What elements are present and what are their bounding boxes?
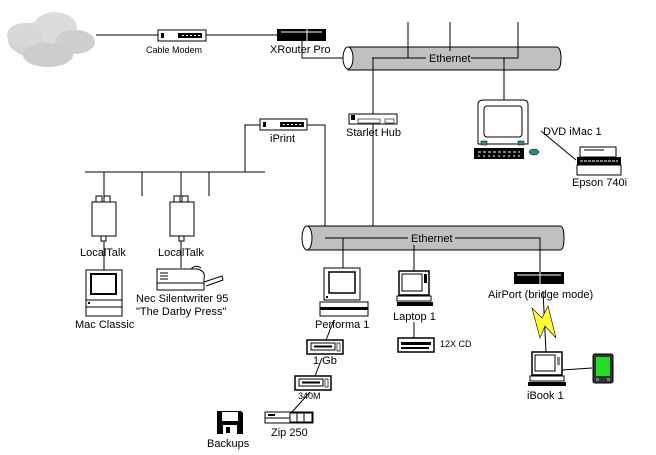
- zip-label: Zip 250: [271, 427, 308, 439]
- floppy-disk-icon: [217, 411, 243, 434]
- internet-cloud-icon: [7, 12, 95, 67]
- wire-router-ethernet: [301, 40, 345, 59]
- wire-340m-zip: [291, 391, 311, 413]
- wire-bottom-bus-right: [455, 237, 541, 272]
- laptop-icon: [396, 270, 433, 306]
- performa-label: Performa 1: [315, 319, 369, 331]
- cable-modem-icon: [157, 29, 207, 42]
- xrouter-icon: [277, 29, 326, 41]
- localtalk-adapter-2-icon: [169, 195, 195, 242]
- nec-label-line1: Nec Silentwriter 95: [136, 293, 228, 305]
- wire-ibook-pda: [561, 367, 593, 371]
- airport-label: AirPort (bridge mode): [488, 289, 593, 301]
- cable-modem-label: Cable Modem: [146, 45, 202, 55]
- ethernet-bottom-label: Ethernet: [411, 233, 453, 245]
- mac-classic-icon: [85, 269, 123, 317]
- starlet-hub-label: Starlet Hub: [346, 127, 401, 139]
- zip-drive-icon: [264, 411, 314, 424]
- iprint-icon: [259, 118, 308, 131]
- ibook-icon: [528, 351, 566, 386]
- wire-1gb-340m: [314, 357, 323, 377]
- wire-performa-1gb: [325, 319, 335, 341]
- nec-printer-icon: [156, 265, 224, 291]
- ethernet-top-label: Ethernet: [429, 53, 471, 65]
- hd-340m-label: 340M: [298, 391, 321, 401]
- cd-label: 12X CD: [440, 339, 472, 349]
- wire-localtalk-iprint: [244, 124, 260, 172]
- performa-icon: [319, 267, 369, 317]
- airport-icon: [514, 272, 564, 284]
- laptop-label: Laptop 1: [393, 311, 436, 323]
- hd-1gb-icon: [306, 339, 344, 355]
- ibook-label: iBook 1: [527, 390, 564, 402]
- localtalk-1-label: LocalTalk: [80, 247, 126, 259]
- nec-label-line2: "The Darby Press": [136, 306, 226, 318]
- ethernet-bottom-tube: [301, 225, 565, 251]
- iprint-label: iPrint: [270, 133, 295, 145]
- starlet-hub-icon: [348, 113, 398, 125]
- wire-iprint-ethernet: [307, 124, 372, 239]
- cd-drive-icon: [397, 337, 435, 353]
- xrouter-label: XRouter Pro: [270, 44, 331, 56]
- imac-icon: [474, 99, 540, 159]
- dvd-imac-label: DVD iMac 1: [543, 126, 602, 138]
- backups-label: Backups: [207, 438, 250, 450]
- ethernet-top-tube: [342, 46, 562, 71]
- epson-label: Epson 740i: [572, 177, 627, 189]
- wire-imac-printer: [540, 130, 577, 161]
- wire-top-port-3: [505, 22, 519, 59]
- pda-icon: [592, 353, 614, 384]
- wireless-lightning-icon: [531, 305, 557, 339]
- hd-340m-icon: [294, 375, 332, 391]
- hd-1gb-label: 1 Gb: [313, 355, 337, 367]
- epson-printer-icon: [576, 146, 622, 176]
- localtalk-2-label: LocalTalk: [158, 247, 204, 259]
- localtalk-adapter-1-icon: [91, 195, 117, 242]
- mac-classic-label: Mac Classic: [75, 319, 135, 331]
